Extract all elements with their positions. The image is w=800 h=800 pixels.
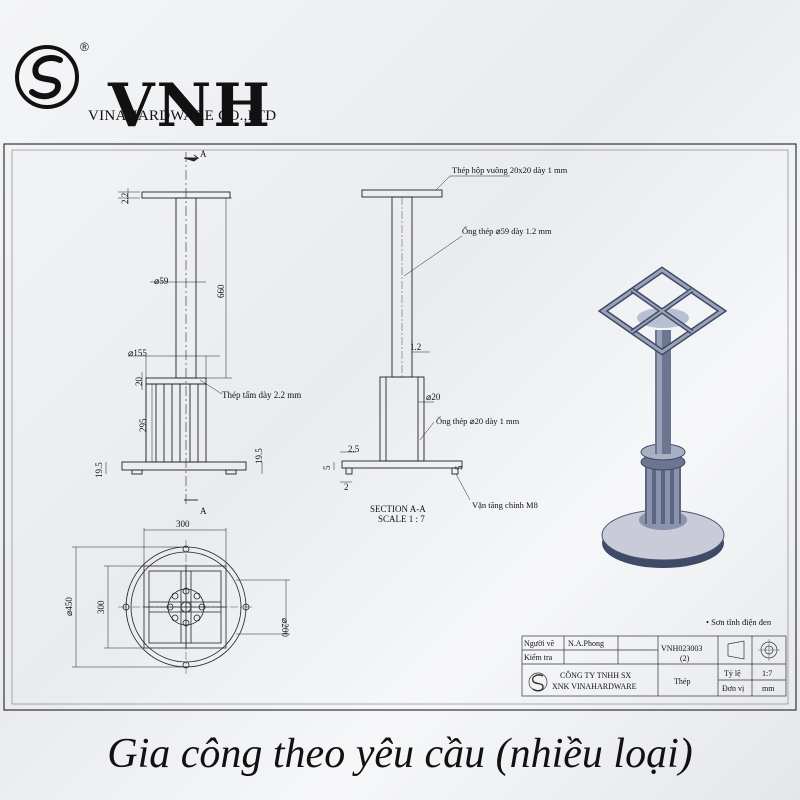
section-view	[333, 175, 510, 501]
drawing-frame-inner	[11, 149, 789, 705]
title-drawn-by: N.A.Phong	[568, 639, 604, 648]
title-scale-value: 1:7	[762, 669, 772, 678]
brand-subtitle: VINAHARDWARE CO.,LTD	[88, 108, 277, 124]
dim-base-right: 19.5	[254, 448, 264, 464]
vnh-logo-icon	[15, 45, 79, 109]
dim-plan-200: ⌀200	[280, 618, 290, 637]
plan-view	[72, 528, 290, 674]
company-logo: ® VNH VINAHARDWARE CO.,LTD	[10, 40, 300, 136]
dim-plate-gap: 20	[134, 377, 144, 387]
title-checked-label: Kiểm tra	[524, 653, 553, 662]
note-foot-leveler: Vặn tăng chỉnh M8	[472, 500, 538, 510]
dim-height-660: 660	[216, 284, 226, 298]
dim-right-5: 5	[454, 465, 464, 470]
isometric-render	[597, 266, 728, 568]
dim-plan-width: 300	[176, 519, 190, 529]
note-rod-tube: Ống thép ⌀20 dày 1 mm	[436, 416, 520, 426]
dim-bottom-2: 2	[344, 482, 349, 492]
title-code: VNH023003	[661, 644, 702, 653]
front-view	[105, 152, 263, 504]
dim-wall-thickness: 1.2	[410, 342, 421, 352]
registered-mark: ®	[80, 40, 89, 54]
title-block	[521, 635, 787, 697]
title-unit-label: Đơn vị	[722, 684, 745, 693]
dim-ring-diameter: ⌀155	[128, 348, 147, 358]
title-code-sub: (2)	[680, 654, 690, 663]
dim-plan-450: ⌀450	[64, 597, 74, 616]
title-material: Thép	[674, 677, 690, 686]
title-company-line1: CÔNG TY TNHH SX	[560, 670, 631, 680]
drawing-frame	[3, 143, 797, 711]
note-main-tube: Ống thép ⌀59 dày 1.2 mm	[462, 226, 552, 236]
section-title: SECTION A-A	[370, 504, 426, 514]
note-square-box: Thép hộp vuông 20x20 dày 1 mm	[452, 165, 568, 175]
dim-plan-300: 300	[96, 600, 106, 614]
dim-top-thickness: 2.2	[120, 193, 130, 204]
dim-rod-diameter: ⌀20	[426, 392, 441, 402]
brand-name: VNH	[108, 71, 273, 141]
dim-base-left: 19.5	[94, 462, 104, 478]
note-plate-thickness: Thép tấm dày 2.2 mm	[222, 390, 301, 400]
section-marker-top: A	[200, 149, 207, 159]
section-marker-bottom: A	[200, 506, 207, 516]
caption: Gia công theo yêu cầu (nhiều loại)	[107, 731, 693, 777]
title-company-line2: XNK VINAHARDWARE	[552, 682, 637, 691]
title-drawn-by-label: Người vẽ	[524, 639, 555, 648]
dim-left-5: 5	[322, 465, 332, 470]
dim-left-gap: 2.5	[348, 444, 360, 454]
dim-tube-diameter: ⌀59	[154, 276, 169, 286]
title-scale-label: Tỷ lệ	[724, 669, 741, 678]
dim-lower-height: 295	[138, 418, 148, 432]
section-scale: SCALE 1 : 7	[378, 514, 425, 524]
title-unit-value: mm	[762, 684, 775, 693]
paint-note: • Sơn tĩnh điện đen	[706, 617, 772, 627]
